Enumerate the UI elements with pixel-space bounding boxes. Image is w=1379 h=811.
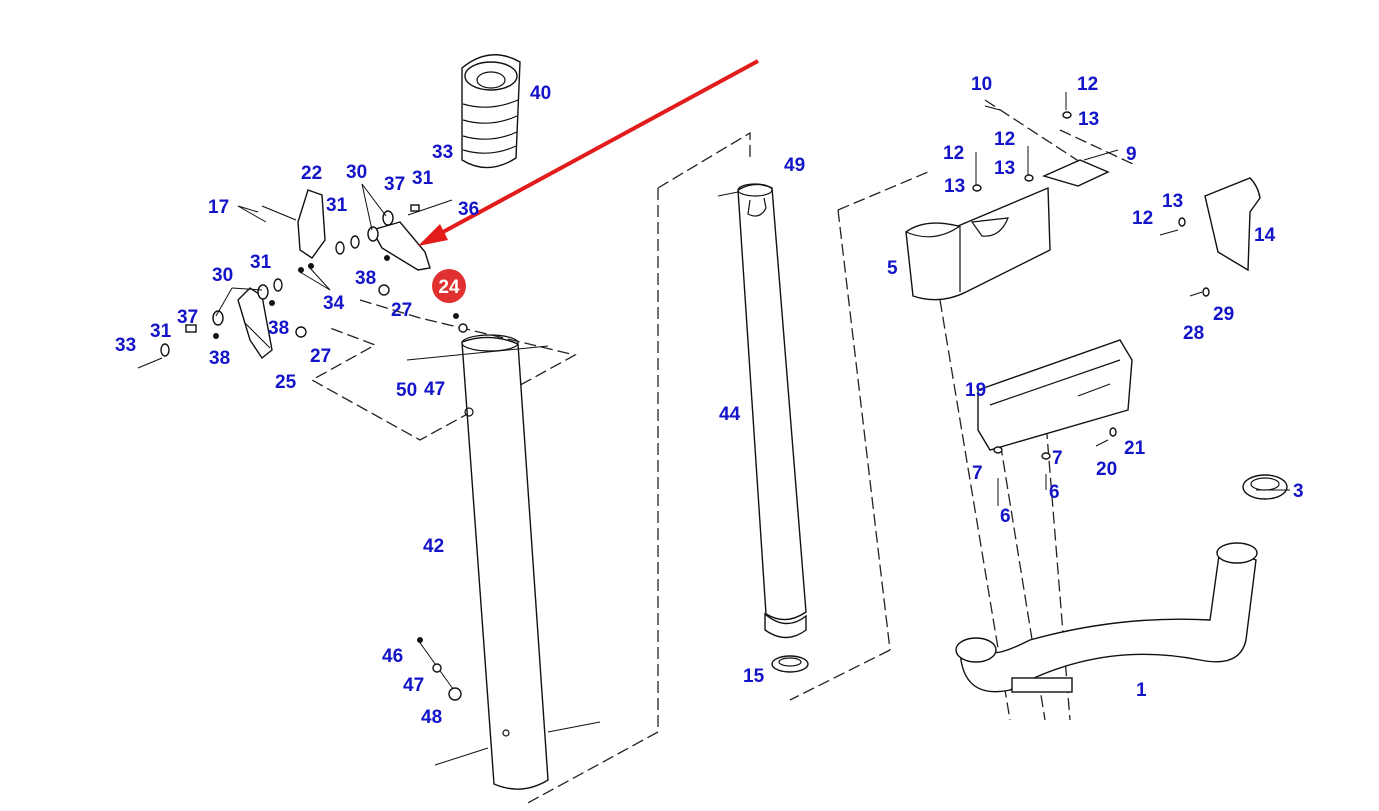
cover-plate	[1041, 159, 1110, 187]
washers	[160, 210, 468, 701]
callout-6: 6	[1049, 482, 1060, 503]
assembly-boundaries	[310, 99, 1136, 806]
callout-14: 14	[1254, 225, 1276, 246]
hinge-plate-upper	[297, 189, 326, 259]
callout-12: 12	[1132, 208, 1153, 229]
callout-13: 13	[994, 158, 1015, 179]
callout-12: 12	[1077, 74, 1098, 95]
callout-30: 30	[346, 162, 367, 183]
mount-bracket	[370, 221, 431, 271]
callout-29: 29	[1213, 304, 1234, 325]
callout-31: 31	[412, 168, 434, 189]
highlight-badge-24[interactable]: 24	[432, 269, 466, 303]
nuts	[185, 204, 459, 643]
callout-1: 1	[1136, 680, 1147, 701]
hose-clamp	[1242, 474, 1288, 500]
pointer-arrow	[418, 59, 759, 246]
callout-27: 27	[391, 300, 412, 321]
callout-42: 42	[423, 536, 444, 557]
upper-spout-assembly	[137, 54, 601, 790]
callout-34: 34	[323, 293, 345, 314]
leader-lines	[215, 149, 1290, 491]
callout-38: 38	[355, 268, 376, 289]
callout-20: 20	[1096, 459, 1117, 480]
callout-31: 31	[250, 252, 272, 273]
callout-7: 7	[972, 463, 983, 484]
highlight-badge-circle	[432, 269, 466, 303]
spout-tube-middle	[737, 183, 807, 621]
callout-37: 37	[384, 174, 405, 195]
highlight-badge-label: 24	[438, 277, 460, 298]
callout-31: 31	[326, 195, 348, 216]
spout-tube-long	[461, 336, 549, 790]
callout-33: 33	[432, 142, 453, 163]
callout-15: 15	[743, 666, 765, 687]
callout-21: 21	[1124, 438, 1146, 459]
callout-22: 22	[301, 163, 322, 184]
guard-plate	[1204, 177, 1261, 272]
callout-3: 3	[1293, 481, 1304, 502]
callout-36: 36	[458, 199, 479, 220]
elbow-flange	[1216, 542, 1258, 564]
callout-47: 47	[424, 379, 445, 400]
callout-49: 49	[784, 155, 805, 176]
callout-33: 33	[115, 335, 136, 356]
middle-tube-assembly	[717, 183, 809, 673]
callout-17: 17	[208, 197, 229, 218]
callout-27: 27	[310, 346, 331, 367]
callout-38: 38	[209, 348, 230, 369]
callout-25: 25	[275, 372, 297, 393]
callout-50: 50	[396, 380, 417, 401]
callout-19: 19	[965, 380, 986, 401]
callout-28: 28	[1183, 323, 1204, 344]
support-bracket	[977, 339, 1133, 451]
elbow-pipe	[959, 547, 1257, 693]
callout-10: 10	[971, 74, 992, 95]
callout-48: 48	[421, 707, 442, 728]
spout-head	[905, 186, 1051, 301]
hinge-plate-lower	[237, 287, 273, 360]
callout-40: 40	[530, 83, 551, 104]
callout-38: 38	[268, 318, 289, 339]
callout-46: 46	[382, 646, 403, 667]
callout-31: 31	[150, 321, 172, 342]
callout-47: 47	[403, 675, 424, 696]
callout-30: 30	[212, 265, 233, 286]
callout-5: 5	[887, 258, 898, 279]
callout-13: 13	[944, 176, 965, 197]
callout-6: 6	[1000, 506, 1011, 527]
callout-labels: 40 33 22 30 37 31 36 17 31 31 30 38 34 2…	[115, 74, 1304, 728]
callout-44: 44	[719, 404, 741, 425]
callout-12: 12	[994, 129, 1015, 150]
callout-12: 12	[943, 143, 964, 164]
callout-13: 13	[1078, 109, 1099, 130]
callout-7: 7	[1052, 448, 1063, 469]
callout-9: 9	[1126, 144, 1137, 165]
callout-13: 13	[1162, 191, 1183, 212]
lower-elbow-assembly	[905, 92, 1288, 693]
callout-37: 37	[177, 307, 198, 328]
